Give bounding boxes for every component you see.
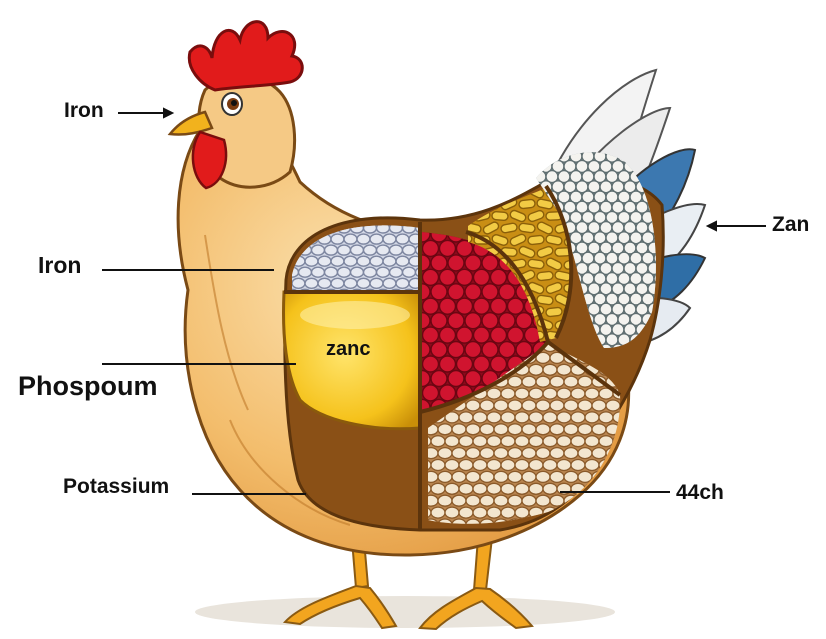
label-phosphorus: Phospoum	[18, 373, 158, 400]
label-44ch: 44ch	[676, 482, 724, 503]
label-zanc: zanc	[326, 339, 370, 359]
label-potassium: Potassium	[63, 476, 169, 497]
beak-icon	[170, 112, 212, 135]
comb-icon	[189, 22, 302, 90]
label-iron-middle: Iron	[38, 254, 81, 277]
label-zan: Zan	[772, 214, 809, 235]
label-iron-top: Iron	[64, 100, 104, 121]
eye-icon	[222, 93, 242, 115]
